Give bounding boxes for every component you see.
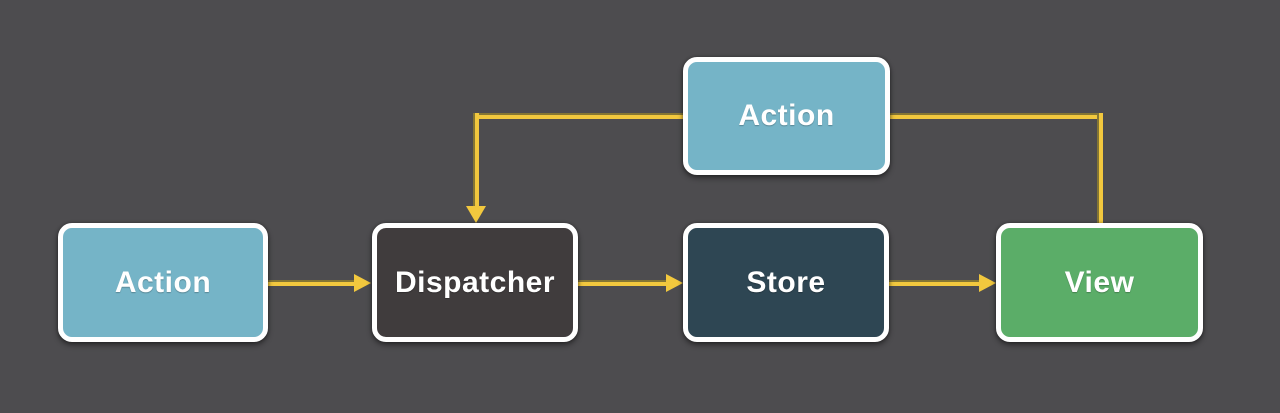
arrowhead-into-dispatcher-left-icon xyxy=(354,274,371,292)
node-store-label: Store xyxy=(746,265,826,299)
arrowhead-into-view-icon xyxy=(979,274,996,292)
node-action-left-label: Action xyxy=(114,265,212,299)
node-action-left: Action xyxy=(58,223,268,342)
edge-store-to-view-segment xyxy=(889,280,979,286)
node-action-top-label: Action xyxy=(738,99,835,132)
edge-view-to-action-top-riser xyxy=(1097,113,1103,223)
arrowhead-into-store-icon xyxy=(666,274,683,292)
node-dispatcher: Dispatcher xyxy=(372,223,578,342)
node-view-label: View xyxy=(1064,265,1135,299)
edge-action-top-to-dispatcher-segment xyxy=(473,113,479,207)
node-store: Store xyxy=(683,223,889,342)
node-action-top: Action xyxy=(683,57,890,175)
node-dispatcher-label: Dispatcher xyxy=(394,265,556,299)
edge-action-to-dispatcher-segment xyxy=(268,280,354,286)
edge-dispatcher-to-store-segment xyxy=(578,280,666,286)
arrowhead-into-dispatcher-top-icon xyxy=(466,206,486,223)
node-view: View xyxy=(996,223,1203,342)
